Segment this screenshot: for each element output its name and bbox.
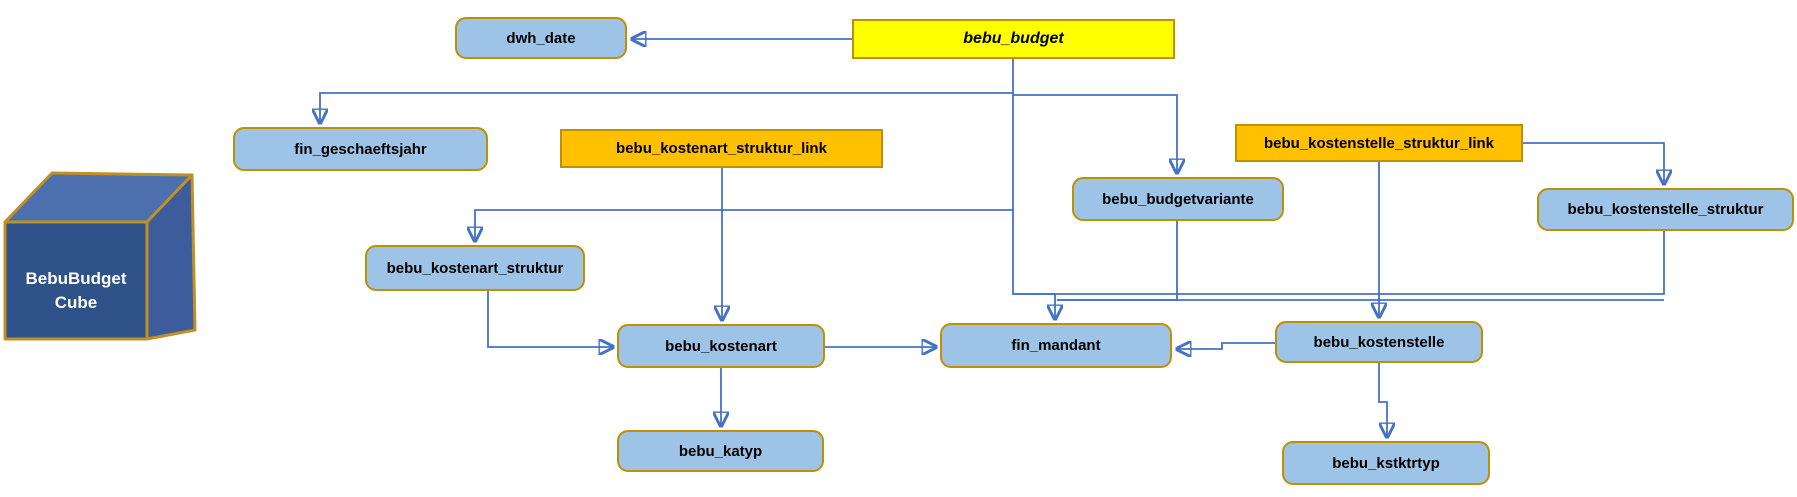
node-bebu-kostenart-struktur-link[interactable]: bebu_kostenart_struktur_link bbox=[560, 129, 883, 168]
edge-bebu-kostenstelle-to-fin-mandant bbox=[1177, 343, 1275, 349]
node-bebu-budget[interactable]: bebu_budget bbox=[852, 19, 1175, 59]
edge-bebu-kostenart-struktur-to-bebu-kostenart bbox=[487, 291, 613, 347]
edge-bebu-budget-to-fin-mandant bbox=[1012, 59, 1055, 319]
node-label: bebu_kostenstelle_struktur bbox=[1567, 201, 1764, 218]
node-label: bebu_kstktrtyp bbox=[1332, 454, 1440, 472]
node-bebu-kostenart-struktur[interactable]: bebu_kostenart_struktur bbox=[365, 245, 585, 291]
node-label: bebu_budget bbox=[963, 30, 1064, 47]
node-label: dwh_date bbox=[506, 29, 576, 47]
cube-label-line1: BebuBudget bbox=[25, 269, 127, 288]
node-fin-geschaeftsjahr[interactable]: fin_geschaeftsjahr bbox=[233, 127, 488, 171]
node-dwh-date[interactable]: dwh_date bbox=[455, 17, 627, 59]
cube-front-face bbox=[3, 220, 149, 341]
node-fin-mandant[interactable]: fin_mandant bbox=[940, 323, 1172, 368]
node-bebu-kostenstelle-struktur-link[interactable]: bebu_kostenstelle_struktur_link bbox=[1235, 124, 1523, 162]
node-bebu-budgetvariante[interactable]: bebu_budgetvariante bbox=[1072, 177, 1284, 221]
node-label: fin_mandant bbox=[1011, 337, 1101, 354]
node-label: bebu_kostenart_struktur_link bbox=[616, 140, 827, 157]
node-bebu-kostenart[interactable]: bebu_kostenart bbox=[617, 324, 825, 368]
node-label: bebu_kostenart bbox=[665, 337, 777, 355]
node-bebu-kostenstelle[interactable]: bebu_kostenstelle bbox=[1275, 321, 1483, 363]
node-label: bebu_budgetvariante bbox=[1102, 190, 1254, 208]
node-bebu-kstktrtyp[interactable]: bebu_kstktrtyp bbox=[1282, 441, 1490, 485]
edge-bebu-budget-to-bebu-budgetvariante bbox=[1013, 94, 1177, 173]
edge-kostenstelle-link-to-bebu-kostenstelle-struktur bbox=[1523, 142, 1664, 184]
edge-bebu-kostenstelle-to-bebu-kstktrtyp bbox=[1378, 363, 1387, 437]
node-label: bebu_katyp bbox=[678, 442, 763, 460]
node-bebu-katyp[interactable]: bebu_katyp bbox=[617, 430, 824, 472]
cube-label-line2: Cube bbox=[54, 293, 98, 312]
edge-bebu-budget-to-bebu-kostenart-struktur bbox=[475, 209, 1013, 241]
edge-bebu-kostenstelle-struktur-to-collector bbox=[1013, 231, 1665, 295]
cube-label: BebuBudget Cube bbox=[5, 267, 147, 315]
node-label: bebu_kostenart_struktur bbox=[386, 259, 564, 277]
node-label: bebu_kostenstelle bbox=[1313, 333, 1445, 351]
bebubudget-cube[interactable] bbox=[0, 145, 210, 355]
node-bebu-kostenstelle-struktur[interactable]: bebu_kostenstelle_struktur bbox=[1537, 188, 1794, 231]
node-label: bebu_kostenstelle_struktur_link bbox=[1263, 134, 1495, 152]
node-label: fin_geschaeftsjahr bbox=[294, 140, 427, 158]
edge-bebu-budgetvariante-to-collector bbox=[1057, 221, 1178, 301]
edge-bebu-budget-to-fin-geschaeftsjahr bbox=[320, 92, 1013, 123]
